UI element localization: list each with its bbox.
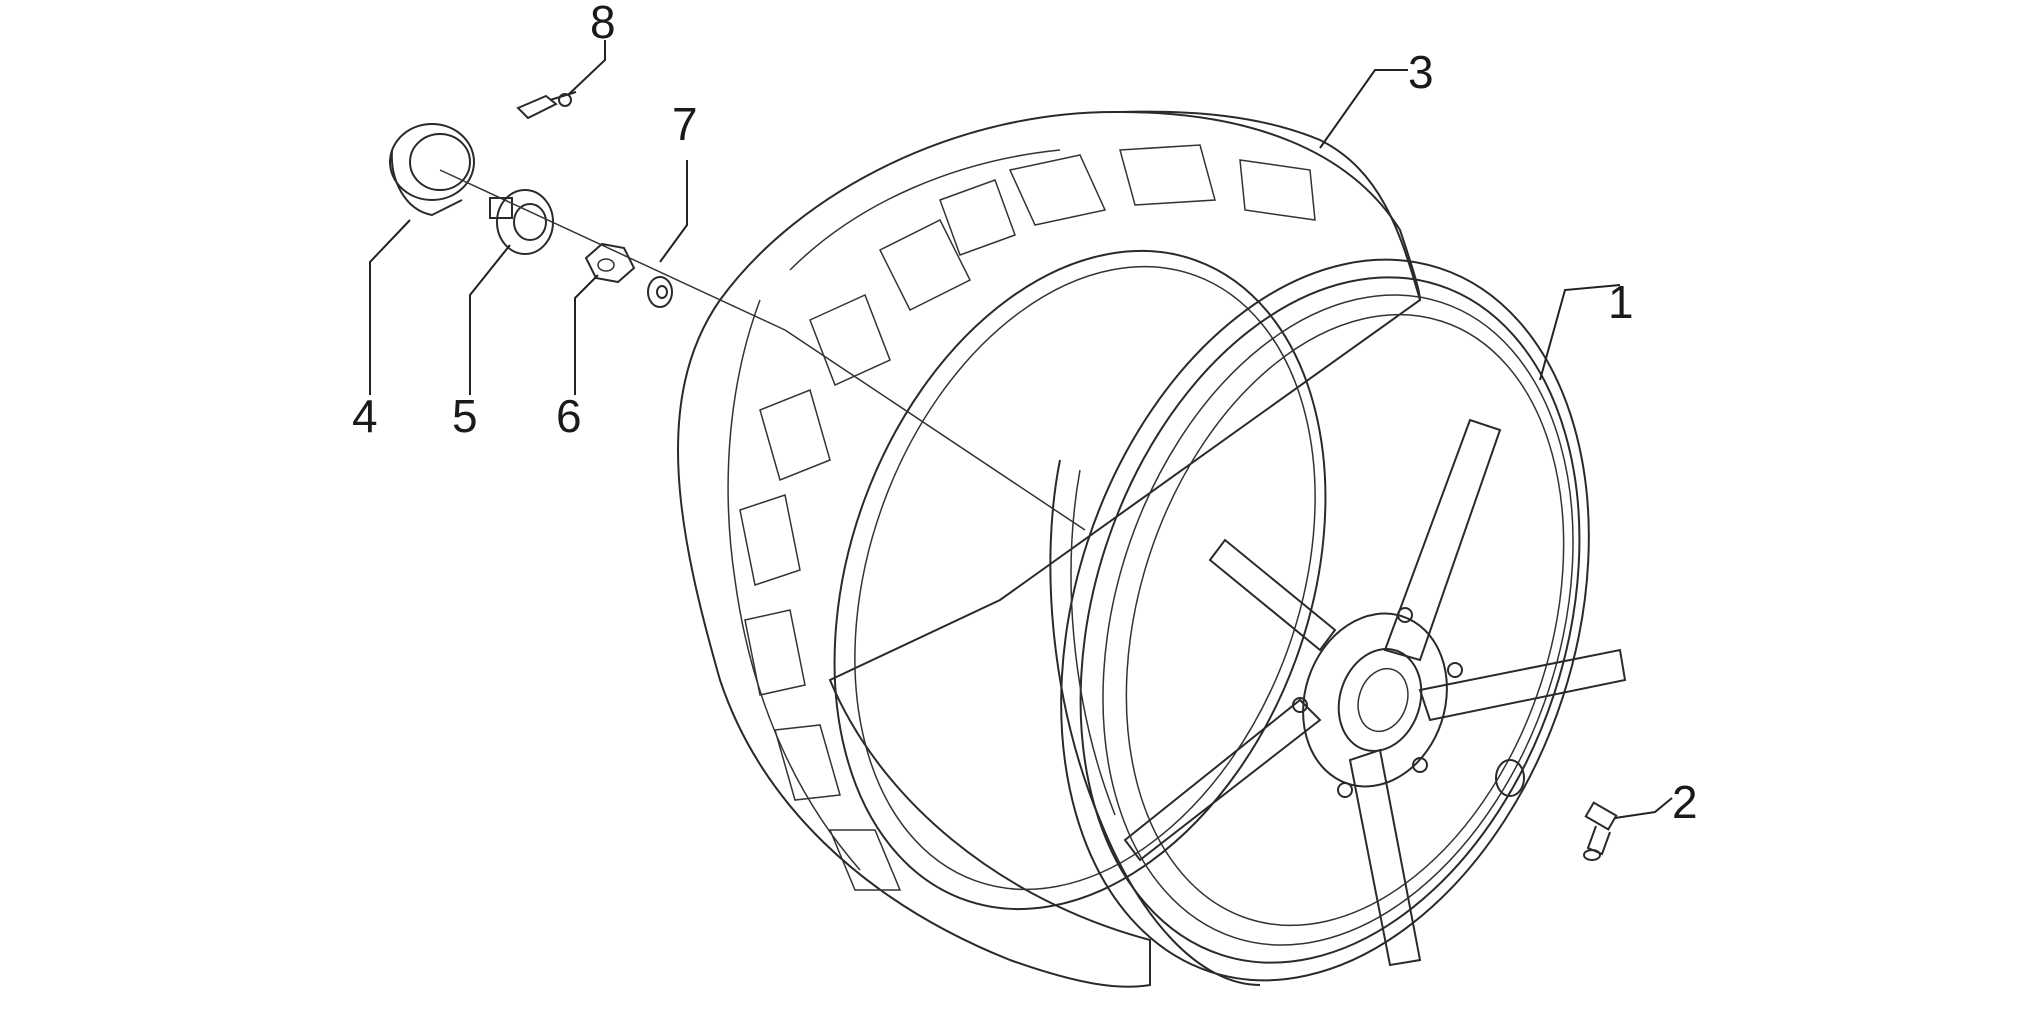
nut-part-6 [584,242,636,284]
valve-part-2 [1583,801,1618,861]
washer-part-7 [647,276,673,308]
callout-5: 5 [452,390,478,442]
tyre-part-3 [677,110,1422,988]
callout-7: 7 [672,98,698,150]
callout-2: 2 [1672,776,1698,828]
cotter-pin-part-8 [516,91,577,120]
axle-centerline [439,169,1086,531]
callout-1: 1 [1608,276,1634,328]
cap-part-4 [389,123,475,217]
callout-4: 4 [352,390,378,442]
rim-part-1 [1049,258,1590,986]
leader-lines [369,40,1673,819]
callout-3: 3 [1408,46,1434,98]
sensor-ring-part-5 [489,189,554,255]
callout-labels: 1 2 3 4 5 6 7 8 [352,0,1698,828]
callout-6: 6 [556,390,582,442]
callout-8: 8 [590,0,616,48]
wheel-hub [1123,418,1627,967]
